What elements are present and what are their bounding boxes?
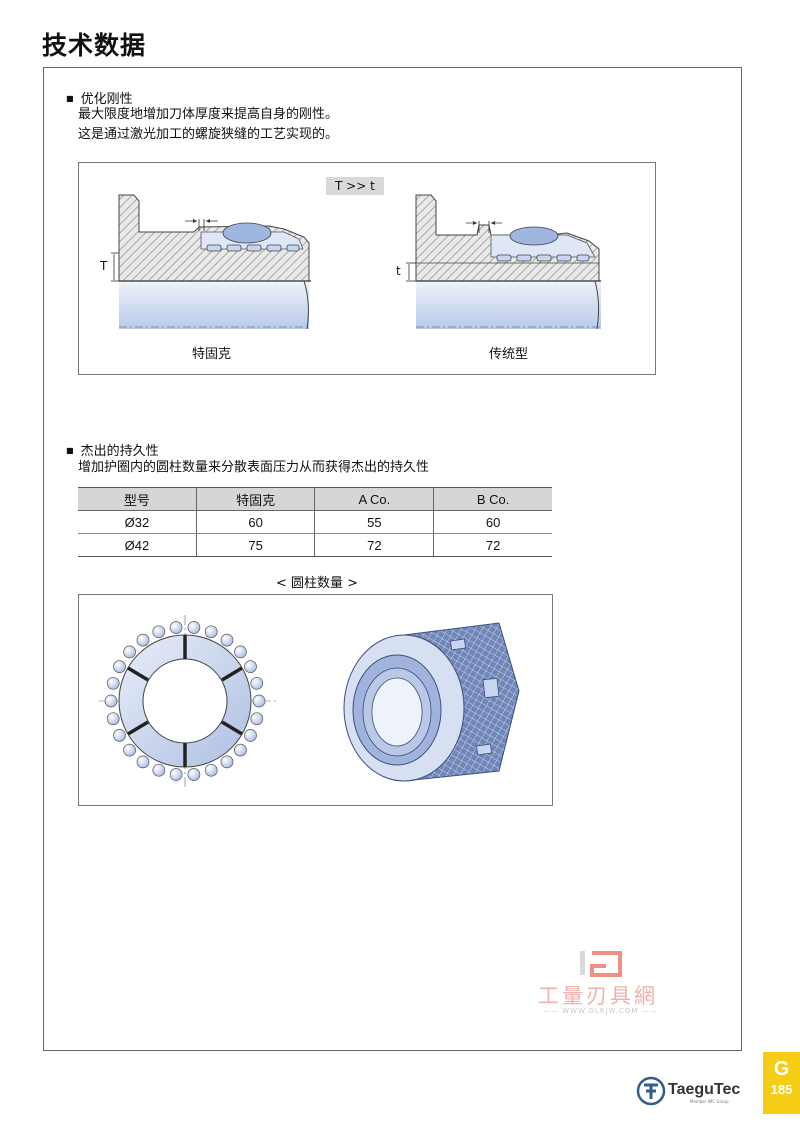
table-cell: 55 — [314, 510, 434, 534]
watermark-url: —— WWW.GLRJW.COM —— — [543, 1007, 658, 1015]
taegutec-section-drawing — [111, 194, 311, 330]
table-cell: 60 — [195, 510, 315, 534]
roller-ball — [113, 660, 126, 673]
roller-ball — [169, 621, 183, 634]
roller-ball — [204, 763, 218, 777]
logo-subtitle: Member IMC Group — [690, 1099, 729, 1104]
taegutec-logo-text: TaeguTec — [668, 1081, 741, 1098]
conventional-section-drawing — [406, 194, 601, 330]
roller-ball — [136, 755, 150, 769]
table-cell: 75 — [195, 533, 315, 557]
section-letter: G — [773, 1058, 790, 1080]
table-header-row: 型号 特固克 A Co. B Co. — [78, 487, 552, 511]
table-cell: 72 — [314, 533, 434, 557]
roller-ball — [252, 694, 266, 708]
roller-ball — [244, 729, 257, 742]
taegutec-caption: 特固克 — [192, 347, 232, 362]
table-cell: 72 — [433, 533, 552, 557]
roller-ball — [123, 743, 136, 757]
col-header-taegutec: 特固克 — [195, 487, 316, 511]
roller-ball — [152, 763, 166, 777]
page-number: 185 — [770, 1082, 793, 1097]
table-row: Ø42 75 72 72 — [78, 533, 552, 557]
col-header-a-co: A Co. — [314, 487, 435, 511]
roller-ball — [169, 768, 183, 781]
roller-count-table: 型号 特固克 A Co. B Co. Ø32 60 55 60 Ø42 75 7… — [78, 487, 552, 557]
table-cell: 60 — [433, 510, 552, 534]
col-header-model: 型号 — [78, 487, 197, 511]
watermark-logo-icon — [580, 951, 622, 977]
clamping-nut-3d-view — [343, 622, 520, 782]
comparison-badge: T >> t — [326, 177, 384, 195]
roller-ball — [187, 768, 201, 781]
roller-ball — [106, 712, 120, 726]
roller-ball — [106, 676, 120, 690]
content-frame — [43, 67, 742, 1051]
left-dimension-label: T — [100, 259, 108, 273]
col-header-b-co: B Co. — [433, 487, 552, 511]
table-row: Ø32 60 55 60 — [78, 510, 552, 534]
roller-balls — [104, 621, 266, 781]
roller-ball — [136, 633, 150, 647]
roller-ball — [204, 625, 218, 639]
rigidity-line-2: 这是通过激光加工的螺旋狭缝的工艺实现的。 — [78, 127, 339, 142]
taegutec-logo-icon — [636, 1076, 666, 1106]
roller-ball — [220, 755, 234, 769]
section-heading-durability: 杰出的持久性 — [66, 440, 159, 459]
rigidity-figure: T >> t — [78, 162, 656, 375]
roller-ball — [123, 645, 136, 659]
roller-ball — [234, 645, 247, 659]
roller-ball — [234, 743, 247, 757]
page-tab: G 185 — [763, 1052, 800, 1114]
page-title: 技术数据 — [42, 31, 147, 60]
roller-ball — [244, 660, 257, 673]
cross-section-drawings — [111, 194, 601, 330]
section-heading-rigidity: 优化刚性 — [66, 88, 133, 107]
conventional-caption: 传统型 — [489, 347, 529, 362]
roller-ball — [250, 712, 264, 726]
rigidity-line-1: 最大限度地增加刀体厚度来提高自身的刚性。 — [78, 107, 339, 122]
table-cell: Ø32 — [78, 510, 197, 534]
durability-line: 增加护圈内的圆柱数量来分散表面压力从而获得杰出的持久性 — [78, 460, 430, 475]
roller-figure-caption: < 圆柱数量 > — [276, 576, 359, 591]
watermark-text: 工量刃具網 — [538, 984, 658, 1008]
roller-ring-end-view — [99, 615, 279, 790]
roller-ball — [220, 633, 234, 647]
roller-drawings — [99, 615, 520, 790]
right-dimension-label: t — [396, 264, 401, 278]
roller-ball — [250, 676, 264, 690]
roller-ball — [104, 694, 118, 708]
roller-ball — [152, 625, 166, 639]
roller-count-figure — [78, 594, 553, 806]
table-cell: Ø42 — [78, 533, 197, 557]
roller-ball — [113, 729, 126, 742]
roller-ball — [187, 621, 201, 634]
